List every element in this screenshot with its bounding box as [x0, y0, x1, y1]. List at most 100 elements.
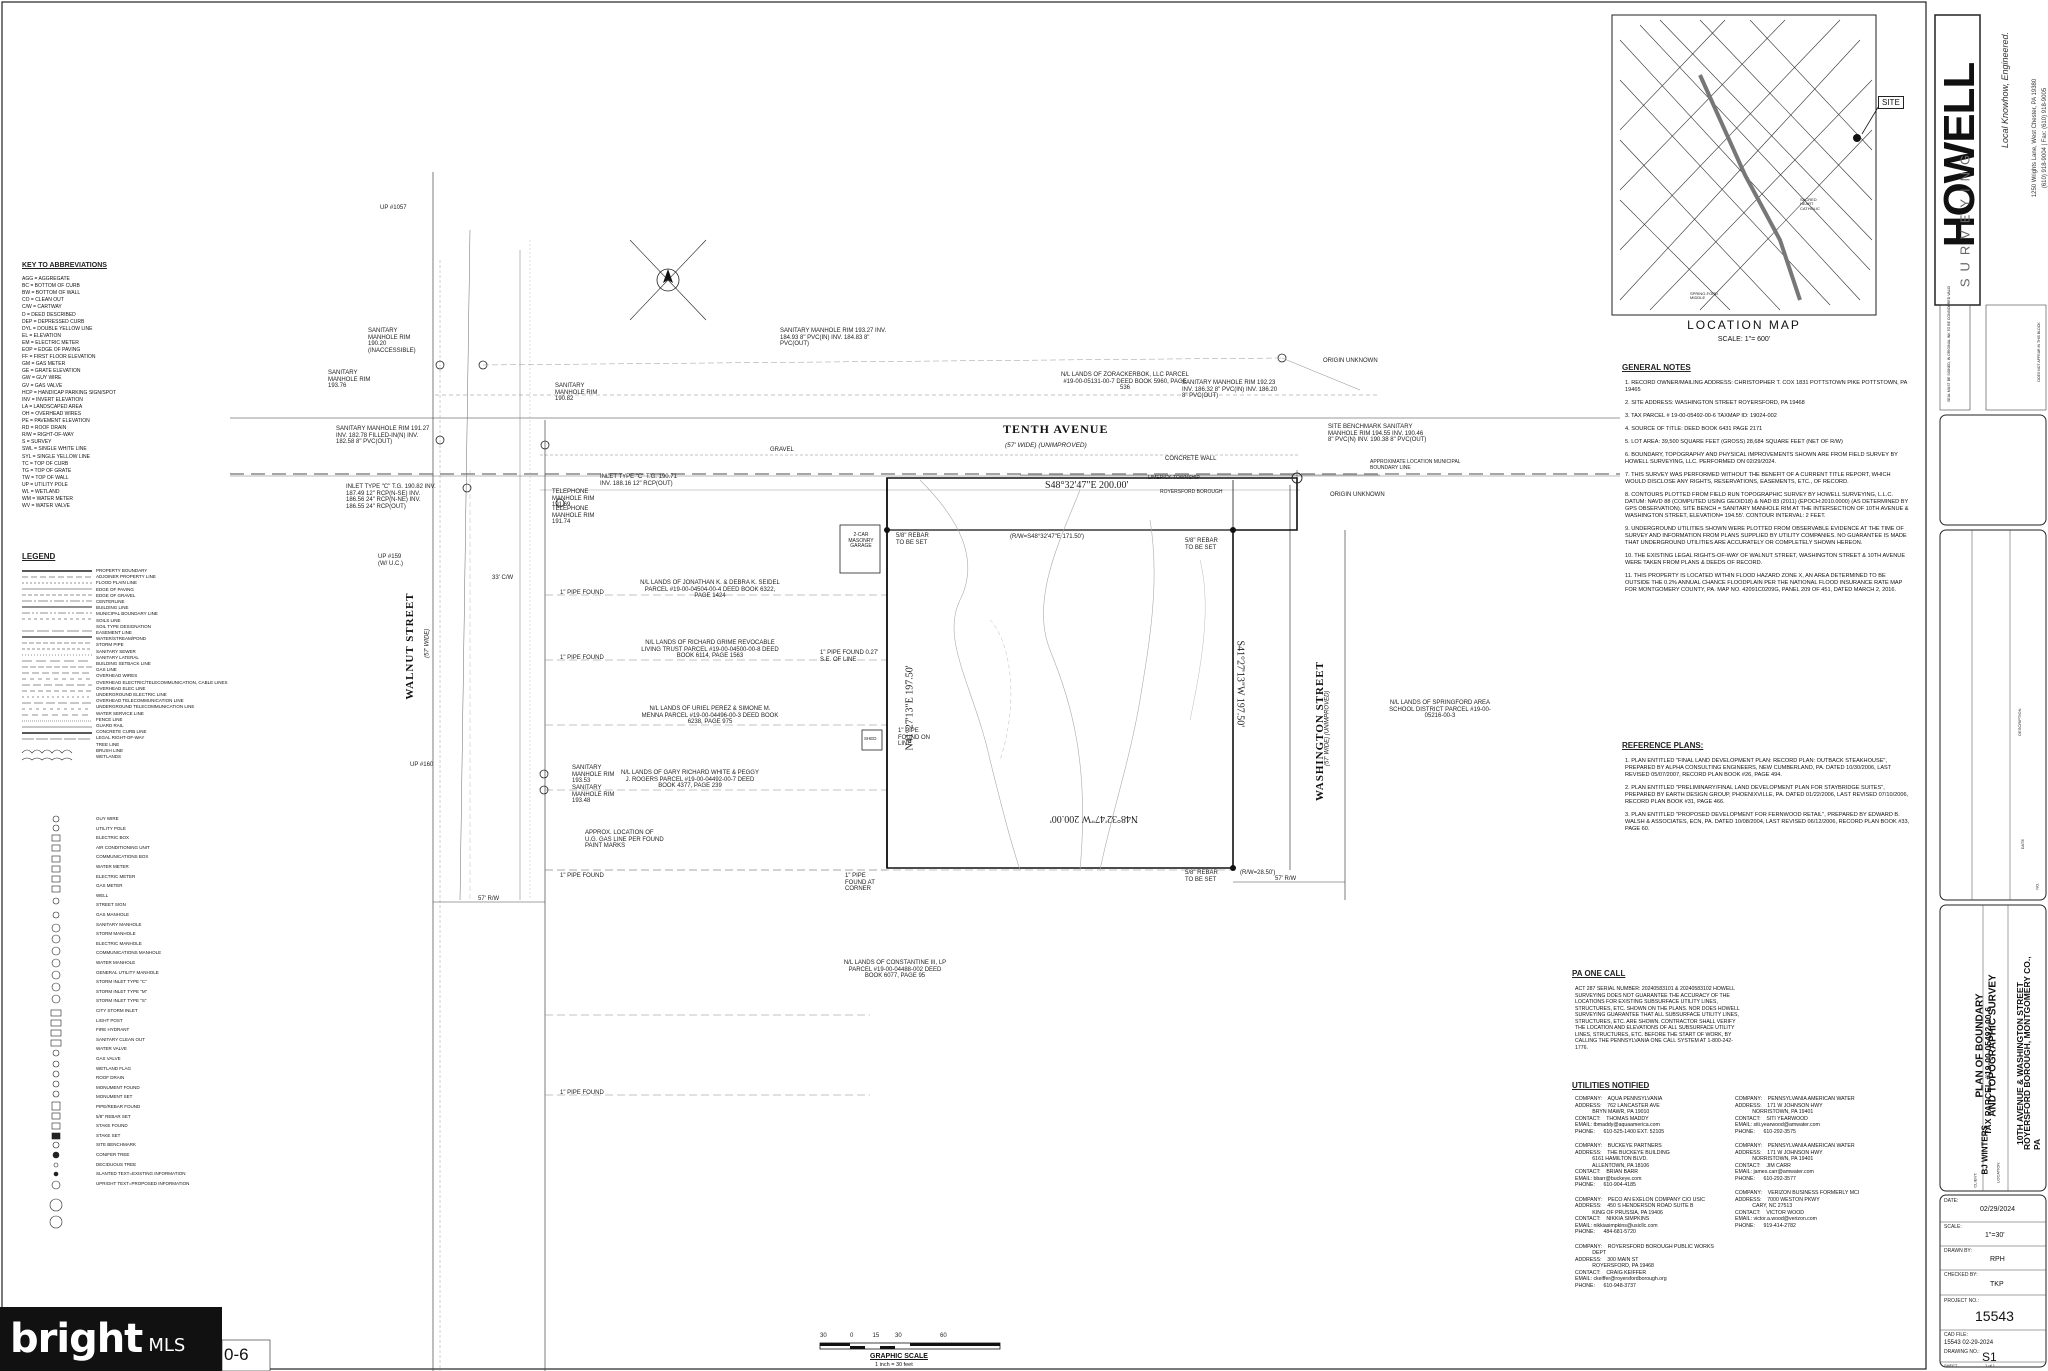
- legend-item: GAS METER: [96, 883, 123, 889]
- abbreviation-item: EL = ELEVATION: [22, 332, 61, 339]
- abbreviation-item: D = DEED DESCRIBED: [22, 311, 76, 318]
- drawing-no-label: DRAWING NO.:: [1944, 1349, 1980, 1355]
- legend-item: OVERHEAD ELEC LINE: [96, 685, 146, 691]
- general-note-item: 5. LOT AREA: 39,500 SQUARE FEET (GROSS) …: [1625, 438, 1843, 445]
- legend-item: OVERHEAD WIRES: [96, 673, 138, 679]
- general-note-item: 10. THE EXISTING LEGAL RIGHTS-OF-WAY OF …: [1625, 552, 1906, 566]
- utility-contact: COMPANY: PENNSYLVANIA AMERICAN WATER ADD…: [1735, 1143, 1855, 1182]
- date-value: 02/29/2024: [1980, 1206, 2016, 1213]
- general-note-item: 6. BOUNDARY, TOPOGRAPHY AND PHYSICAL IMP…: [1625, 451, 1898, 465]
- abbreviation-item: SWL = SINGLE WHITE LINE: [22, 446, 87, 453]
- legend-item: SANITARY MANHOLE: [96, 921, 142, 927]
- general-note-item: 7. THIS SURVEY WAS PERFORMED WITHOUT THE…: [1625, 471, 1891, 485]
- parcel-label: N/L LANDS OF ZORACKERBOK, LLC PARCEL #19…: [1060, 372, 1190, 392]
- sheet-value: 1 of 1: [1985, 1363, 1996, 1368]
- legend-item: SANITARY SEWER: [96, 648, 136, 654]
- abbreviation-item: BC = BOTTOM OF CURB: [22, 283, 80, 290]
- manhole-label: SANITARY MANHOLE RIM 192.23 INV. 186.32 …: [1182, 380, 1278, 400]
- limerick-township-label: LIMERICK TOWNSHIP: [1148, 475, 1200, 481]
- legend-item: WATER MANHOLE: [96, 960, 136, 965]
- cad-file-label: CAD FILE:: [1944, 1332, 1968, 1338]
- origin-unknown-2: ORIGIN UNKNOWN: [1330, 492, 1385, 498]
- location-map-title: LOCATION MAP: [1687, 318, 1801, 332]
- abbreviation-item: WL = WETLAND: [22, 489, 60, 495]
- scale-tick-label: 30: [820, 1333, 827, 1339]
- legend-item: PROPERTY BOUNDARY: [96, 568, 148, 573]
- legend-item: SANITARY LATERAL: [96, 654, 139, 660]
- legend-item: STORM PIPE: [96, 642, 124, 648]
- legend-item: MUNICIPAL BOUNDARY LINE: [96, 611, 158, 617]
- washington-street-width: (57' WIDE) (UNIMPROVED): [1324, 690, 1331, 767]
- abbreviation-item: TW = TOP OF WALL: [22, 474, 69, 481]
- abbreviation-item: WM = WATER METER: [22, 496, 73, 503]
- legend-item: GUARD RAIL: [96, 723, 124, 728]
- reference-plan-item: 2. PLAN ENTITLED "PRELIMINARY/FINAL LAND…: [1625, 784, 1909, 805]
- parcel-label: N/L LANDS OF CONSTANTINE III, LP PARCEL …: [843, 960, 947, 980]
- manhole-label: SANITARY MANHOLE RIM 193.48: [572, 785, 615, 805]
- legend-item: WETLAND FLAG: [96, 1065, 132, 1071]
- legend-item: COMMUNICATIONS MANHOLE: [96, 950, 162, 956]
- cad-file-value: 15543 02-29-2024: [1944, 1340, 1994, 1346]
- pa-one-call-title: PA ONE CALL: [1572, 969, 1626, 978]
- abbreviation-item: C/W = CARTWAY: [22, 304, 62, 311]
- legend-item: WATER/STREAM/POND: [96, 636, 147, 642]
- bearing-right: S41°27'13"W 197.50': [1234, 640, 1246, 728]
- seal-note: SEAL MUST BE SIGNED, IN ORIGINAL INK TO …: [1947, 285, 1952, 402]
- legend-item: UNDERGROUND TELECOMMUNICATION LINE: [96, 704, 195, 710]
- tax-parcel: TAX PARCEL #19-00-05492-00-6: [1983, 1006, 1993, 1135]
- manhole-label: TELEPHONE MANHOLE RIM 191.69: [552, 489, 595, 509]
- corner-fragment: 0-6: [224, 1345, 249, 1364]
- legend-item: SANITARY CLEAN OUT: [96, 1036, 146, 1042]
- utilities-title: UTILITIES NOTIFIED: [1572, 1081, 1650, 1090]
- abbreviation-item: R/W = RIGHT-OF-WAY: [22, 432, 74, 439]
- manhole-label: SANITARY MANHOLE RIM 191.27 INV. 182.78 …: [336, 426, 430, 446]
- location-map-scale: SCALE: 1"= 600': [1717, 336, 1771, 343]
- drawn-by-value: RPH: [1990, 1256, 2005, 1263]
- parcel-label: N/L LANDS OF JONATHAN K. & DEBRA K. SEID…: [640, 580, 780, 600]
- legend-item: DECIDUOUS TREE: [96, 1161, 137, 1167]
- general-note-item: 2. SITE ADDRESS: WASHINGTON STREET ROYER…: [1625, 399, 1805, 406]
- legend-item: UNDERGROUND ELECTRIC LINE: [96, 692, 167, 697]
- legend-item: GUY WIRE: [96, 816, 119, 821]
- project-no-label: PROJECT NO.:: [1944, 1298, 1979, 1304]
- legend-item: FLOOD PLAIN LINE: [96, 580, 138, 586]
- abbreviation-item: SYL = SINGLE YELLOW LINE: [22, 453, 90, 460]
- legend-item: BRUSH LINE: [96, 747, 124, 753]
- legend-item: EASEMENT LINE: [96, 630, 132, 635]
- manhole-label: SANITARY MANHOLE RIM 190.20 (INACCESSIBL…: [368, 328, 416, 354]
- seal-note-2: DOES NOT APPEAR IN THIS BLOCK: [2037, 322, 2042, 382]
- abbreviation-item: S = SURVEY: [22, 439, 52, 446]
- concrete-wall-label: CONCRETE WALL: [1165, 456, 1217, 462]
- legend-item: SOILS LINE: [96, 617, 121, 623]
- abbreviation-item: EOP = EDGE OF PAVING: [22, 347, 81, 353]
- legend-item: UPRIGHT TEXT=PROPOSED INFORMATION: [96, 1180, 190, 1186]
- graphic-scale-bar: [819, 1342, 1001, 1350]
- bearing-top: S48°32'47"E 200.00': [1045, 480, 1129, 491]
- abbreviation-item: INV = INVERT ELEVATION: [22, 396, 83, 403]
- graphic-scale-sub: 1 inch = 30 feet: [875, 1362, 913, 1368]
- legend-item: BUILDING LINE: [96, 605, 129, 611]
- parcel-label: N/L LANDS OF GARY RICHARD WHITE & PEGGY …: [621, 770, 759, 790]
- revision-description-header: DESCRIPTION: [2016, 708, 2022, 736]
- general-note-item: 11. THIS PROPERTY IS LOCATED WITHIN FLOO…: [1625, 572, 1903, 593]
- legend-item: FENCE LINE: [96, 716, 123, 722]
- utility-contact: COMPANY: PECO AN EXELON COMPANY C/O USIC…: [1575, 1196, 1706, 1236]
- scale-value: 1"=30': [1985, 1232, 2005, 1239]
- abbreviation-item: PE = PAVEMENT ELEVATION: [22, 418, 90, 424]
- legend-item: ELECTRIC METER: [96, 873, 136, 879]
- parcel-label: N/L LANDS OF SPRINGFORD AREA SCHOOL DIST…: [1389, 700, 1491, 720]
- pipe-found-3: 1" PIPE FOUND 0.27' S.E. OF LINE: [820, 650, 879, 663]
- company-subtitle: SURVEYING: [1957, 147, 1973, 288]
- scale-label: SCALE:: [1944, 1224, 1962, 1230]
- abbreviation-item: RD = ROOF DRAIN: [22, 425, 67, 432]
- parcel-label: N/L LANDS OF RICHARD GRIME REVOCABLE LIV…: [641, 640, 779, 660]
- abbreviation-item: LA = LANDSCAPED AREA: [22, 403, 83, 410]
- pipe-found-2: 1" PIPE FOUND: [560, 655, 604, 661]
- pa-one-call-text: ACT 287 SERIAL NUMBER: 20240583101 & 202…: [1575, 986, 1740, 1051]
- general-note-item: 9. UNDERGROUND UTILITIES SHOWN WERE PLOT…: [1625, 525, 1907, 546]
- pipe-found-5: 1" PIPE FOUND AT CORNER: [845, 873, 875, 893]
- reference-plan-item: 1. PLAN ENTITLED "FINAL LAND DEVELOPMENT…: [1625, 758, 1892, 778]
- manhole-label: INLET TYPE "C" T.G. 190.71 INV. 188.16 1…: [600, 474, 677, 487]
- abbreviation-item: GM = GAS METER: [22, 361, 66, 368]
- legend-item: STORM MANHOLE: [96, 931, 136, 937]
